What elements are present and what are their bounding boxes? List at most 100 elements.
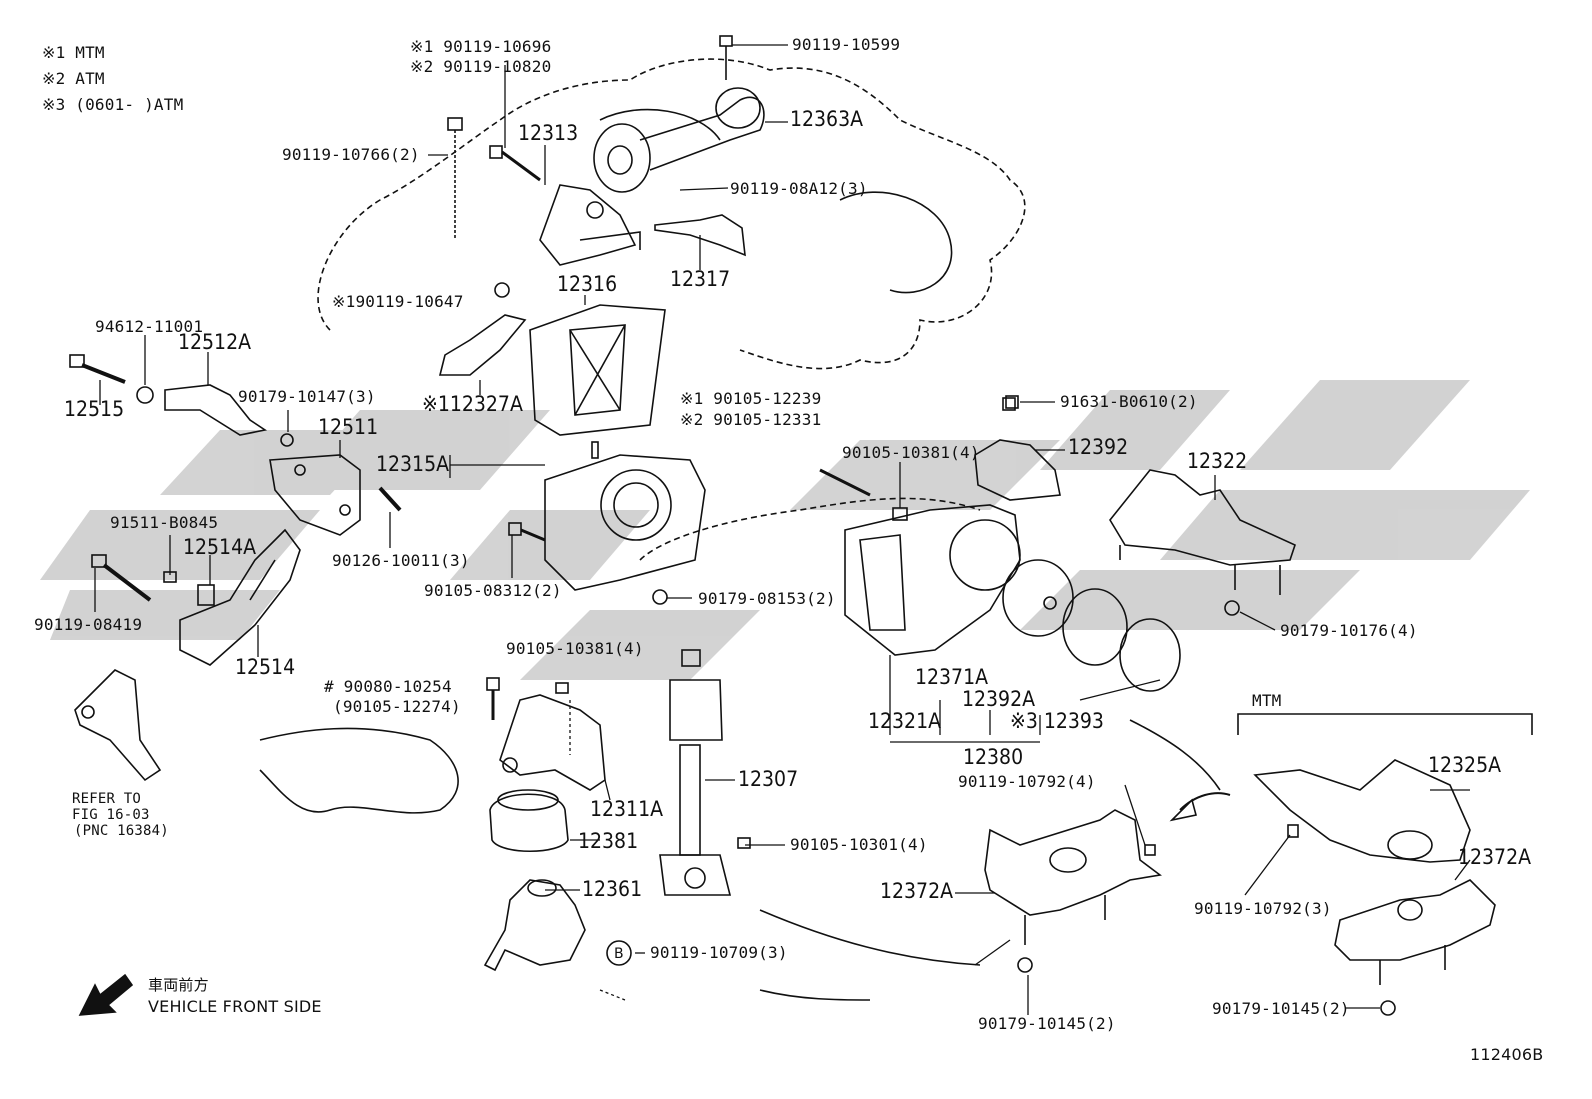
label-90080-10254: # 90080-10254 [324, 677, 452, 696]
part-12393-plate [1119, 618, 1181, 692]
label-12307: 12307 [738, 767, 799, 791]
bolt-90105-08312 [508, 522, 546, 542]
label-12392: 12392 [1068, 435, 1129, 459]
label-12393: ※3 12393 [1010, 709, 1104, 733]
label-12372A-right: 12372A [1458, 845, 1532, 869]
label-90105-08312: 90105-08312(2) [424, 581, 562, 600]
label-12315A: 12315A [376, 452, 450, 476]
nut-90179-10145-a [1017, 957, 1033, 973]
label-12514: 12514 [235, 655, 296, 679]
label-12515: 12515 [64, 397, 125, 421]
bolt-90105-10381-b [555, 682, 569, 694]
label-90119-10647: ※190119-10647 [332, 292, 464, 311]
label-90179-10145-right: 90179-10145(2) [1212, 999, 1350, 1018]
bolt-90105-12239 [819, 468, 871, 497]
label-90105-10301: 90105-10301(4) [790, 835, 928, 854]
label-12381: 12381 [578, 829, 639, 853]
label-90119-10599: 90119-10599 [792, 35, 901, 54]
engine-outline [317, 58, 1026, 370]
part-12372A-right [1334, 879, 1496, 985]
part-12361-mount [483, 879, 586, 972]
part-12317-bracket [654, 214, 746, 257]
mtm-bracket [1237, 713, 1533, 735]
part-12321A-case [844, 504, 1021, 656]
label-12325A: 12325A [1428, 753, 1502, 777]
label-90119-10792-b: 90119-10792(3) [1194, 899, 1332, 918]
bolt-90119-10792-a [1144, 844, 1156, 856]
bolt-90119-10766 [447, 117, 463, 240]
label-12371A: 12371A [915, 665, 989, 689]
label-12311A: 12311A [590, 797, 664, 821]
part-12514-bracket [179, 528, 301, 666]
label-90105-12331: ※2 90105-12331 [680, 410, 822, 429]
label-90179-08153: 90179-08153(2) [698, 589, 836, 608]
bolt-90119-08419 [91, 554, 152, 602]
note-2: ※2 ATM [42, 69, 105, 88]
part-12313-bracket [539, 184, 641, 266]
label-90105-10381-a: 90105-10381(4) [842, 443, 980, 462]
label-90119-10709: 90119-10709(3) [650, 943, 788, 962]
transmission-outline [639, 497, 981, 561]
curve-right [1129, 719, 1221, 791]
label-12316: 12316 [557, 272, 618, 296]
front-arrow-icon [78, 973, 134, 1016]
lower-outline [259, 727, 459, 814]
part-12381-cushion [489, 789, 569, 853]
label-90126-10011: 90126-10011(3) [332, 551, 470, 570]
part-12392-cover [974, 397, 1061, 501]
label-90105-12239: ※1 90105-12239 [680, 389, 822, 408]
bolt-12515 [69, 354, 126, 384]
front-side-en: VEHICLE FRONT SIDE [148, 997, 322, 1016]
figure-id: 112406B [1470, 1045, 1544, 1064]
label-90119-10792-a: 90119-10792(4) [958, 772, 1096, 791]
part-12307-rod [659, 649, 732, 896]
part-12311A-bracket [499, 694, 606, 791]
part-12325A-plate [1253, 759, 1471, 863]
label-90119-08419: 90119-08419 [34, 615, 143, 634]
label-90179-10147: 90179-10147(3) [238, 387, 376, 406]
nut-90179-10147 [280, 433, 294, 447]
part-12511-bracket [269, 454, 361, 536]
stud-90126-10011 [378, 486, 402, 512]
label-12514A: 12514A [183, 535, 257, 559]
label-90105-12274: (90105-12274) [333, 697, 461, 716]
washer-94612-11001 [136, 386, 154, 404]
label-12511: 12511 [318, 415, 379, 439]
label-90105-10381-b: 90105-10381(4) [506, 639, 644, 658]
part-12315A-housing [544, 441, 706, 591]
part-12327A-bracket [438, 282, 527, 376]
bolt-90119-10792-b [1287, 824, 1299, 838]
label-90179-10176: 90179-10176(4) [1280, 621, 1418, 640]
label-12363A: 12363A [790, 107, 864, 131]
engine-detail [839, 191, 953, 294]
label-12321A: 12321A [868, 709, 942, 733]
label-91631-B0610: 91631-B0610(2) [1060, 392, 1198, 411]
bolt-91631-B0610 [1005, 395, 1019, 409]
part-12512A-bracket [164, 384, 268, 436]
refer-line-2: FIG 16-03 [72, 807, 150, 823]
label-12372A-left: 12372A [880, 879, 954, 903]
label-12313: 12313 [518, 121, 579, 145]
label-b-circle: B [614, 946, 624, 962]
label-12512A: 12512A [178, 330, 252, 354]
bolt-90119-10696 [489, 145, 541, 182]
curve-bottom-2 [759, 989, 871, 1001]
label-12361: 12361 [582, 877, 643, 901]
bolt-90105-10301 [737, 837, 751, 849]
label-12392A: 12392A [962, 687, 1036, 711]
part-12316-frame [529, 304, 666, 436]
leader-lines [94, 44, 1471, 1015]
label-90119-10820: ※2 90119-10820 [410, 57, 552, 76]
part-12514A [197, 584, 215, 606]
part-12371A-mount [1002, 559, 1074, 637]
b-circle-icon [606, 940, 632, 966]
label-90119-10766: 90119-10766(2) [282, 145, 420, 164]
part-12392A-plate [1062, 588, 1128, 666]
label-12317: 12317 [670, 267, 731, 291]
part-12363A-arm [593, 87, 765, 193]
arrow-head [1169, 798, 1197, 822]
front-side-jp: 車両前方 [148, 976, 209, 994]
bolt-90080-10254 [486, 677, 500, 720]
